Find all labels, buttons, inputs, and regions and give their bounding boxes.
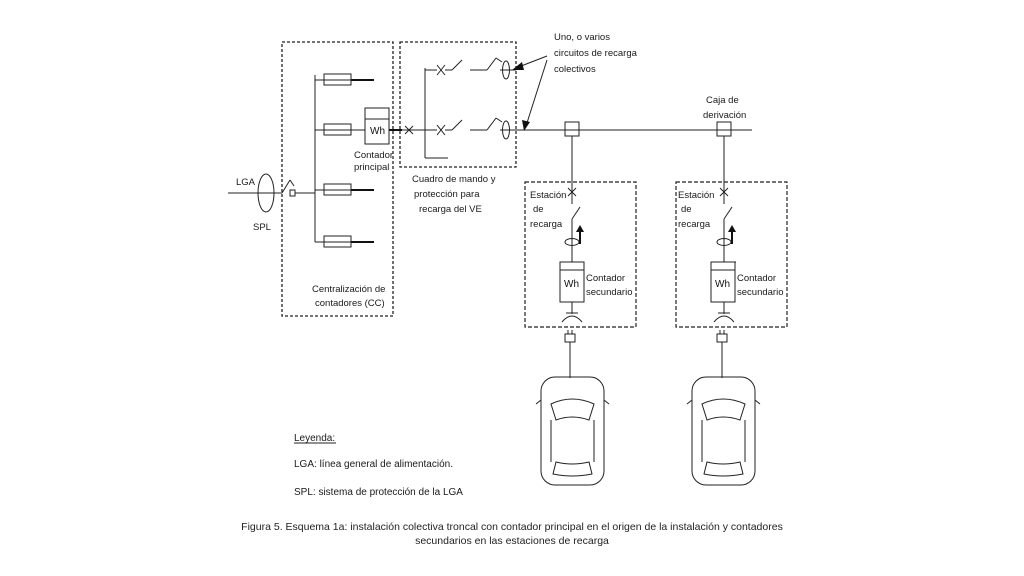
caja-label-2: derivación [703,110,746,121]
circuitos-arrows [512,55,548,131]
derivation-box-2 [716,121,732,137]
cuadro-label-2: protección para [414,189,480,200]
lga-label: LGA [236,177,256,188]
main-meter-wh: Wh [370,126,385,137]
spl-label: SPL [253,222,271,233]
contador-principal-1: Contador [354,150,393,161]
legend-title: Leyenda: [294,433,335,444]
ev-plug-1-icon [564,330,576,378]
station-1-label-3: recarga [530,219,563,230]
station-2-label-3: recarga [678,219,711,230]
car-2-icon [686,376,761,486]
legend: Leyenda: LGA: línea general de alimentac… [294,433,463,498]
circuitos-label-3: colectivos [554,64,596,75]
main-meter [364,107,390,145]
cc-busbar [314,73,374,248]
derivation-box-1 [564,121,580,137]
caja-label-1: Caja de [706,95,739,106]
cc-label-1: Centralización de [312,284,385,295]
contador-principal-2: principal [354,162,389,173]
station-1-label-2: de [533,204,544,215]
legend-item-lga: LGA: línea general de alimentación. [294,459,453,470]
cuadro-label-1: Cuadro de mando y [412,174,496,185]
station-1-meter-1: Contador [586,273,625,284]
circuitos-label-2: circuitos de recarga [554,48,638,59]
station-1-meter-2: secundario [586,287,632,298]
circuitos-label-1: Uno, o varios [554,32,610,43]
station-1-box [524,181,637,328]
station-1-label-1: Estación [530,190,566,201]
station-1-wh: Wh [564,279,579,290]
figure-caption-line-2: secundarios en las estaciones de recarga [415,535,609,547]
cc-label-2: contadores (CC) [315,298,385,309]
station-2-box [675,181,788,328]
station-2-meter-2: secundario [737,287,783,298]
station-2-label-2: de [681,204,692,215]
car-1-icon [535,376,610,486]
legend-item-spl: SPL: sistema de protección de la LGA [294,487,463,498]
station-2-meter-1: Contador [737,273,776,284]
cuadro-label-3: recarga del VE [419,204,482,215]
station-2-label-1: Estación [678,190,714,201]
station-1-equipment [559,187,585,323]
station-2-equipment [710,187,736,323]
figure-caption-line-1: Figura 5. Esquema 1a: instalación colect… [241,521,783,533]
cuadro-box [399,41,517,168]
lga-feed [228,173,315,213]
cc-box [281,41,394,317]
ev-plug-2-icon [716,330,728,378]
cuadro-wiring [402,57,516,159]
station-2-wh: Wh [715,279,730,290]
